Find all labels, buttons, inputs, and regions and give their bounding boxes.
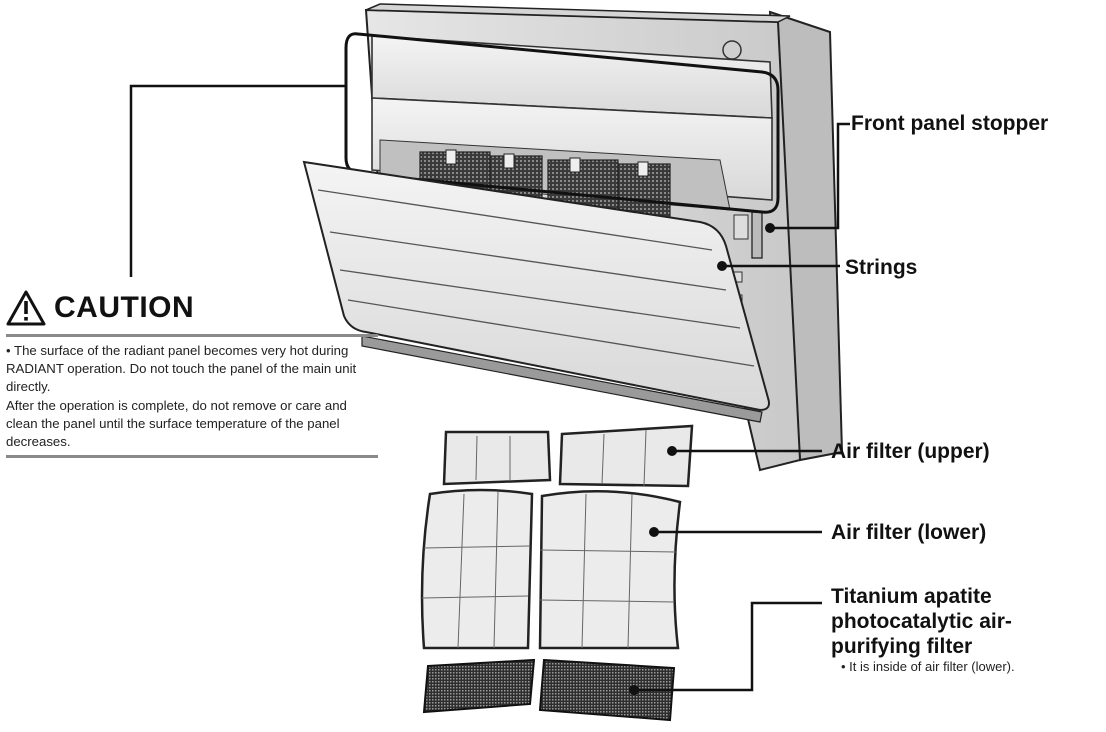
label-air-filter-lower: Air filter (lower) (831, 521, 987, 544)
label-air-filter-upper: Air filter (upper) (831, 440, 990, 463)
caution-line: • The surface of the radiant panel becom… (6, 343, 357, 395)
front-panel-stopper (751, 211, 763, 259)
label-front-panel-stopper: Front panel stopper (851, 112, 1049, 135)
caution-header: CAUTION (6, 284, 378, 332)
label-titanium-filter: Titanium apatite photocatalytic air-puri… (831, 585, 1012, 658)
leader-caution (129, 84, 346, 277)
leader-titanium-filter (634, 601, 822, 692)
caution-title: CAUTION (54, 291, 195, 324)
air-filter-lower (420, 488, 682, 650)
leader-dots (629, 223, 775, 695)
caution-divider-top (6, 334, 378, 337)
open-front-panel (302, 160, 770, 423)
label-titanium-note: • It is inside of air filter (lower). (841, 659, 1015, 674)
label-strings: Strings (845, 256, 918, 279)
sensor-icon (722, 40, 742, 60)
leader-lines (129, 84, 850, 692)
caution-line: After the operation is complete, do not … (6, 397, 347, 450)
warning-triangle-icon (6, 290, 46, 326)
caution-box: CAUTION • The surface of the radiant pan… (6, 284, 378, 459)
upper-panel-highlight (344, 32, 780, 214)
caution-text: • The surface of the radiant panel becom… (6, 337, 378, 455)
titanium-apatite-filter (422, 658, 676, 722)
leader-front-panel-stopper (770, 122, 850, 230)
air-filter-upper (442, 424, 694, 488)
caution-divider-bottom (6, 455, 378, 459)
